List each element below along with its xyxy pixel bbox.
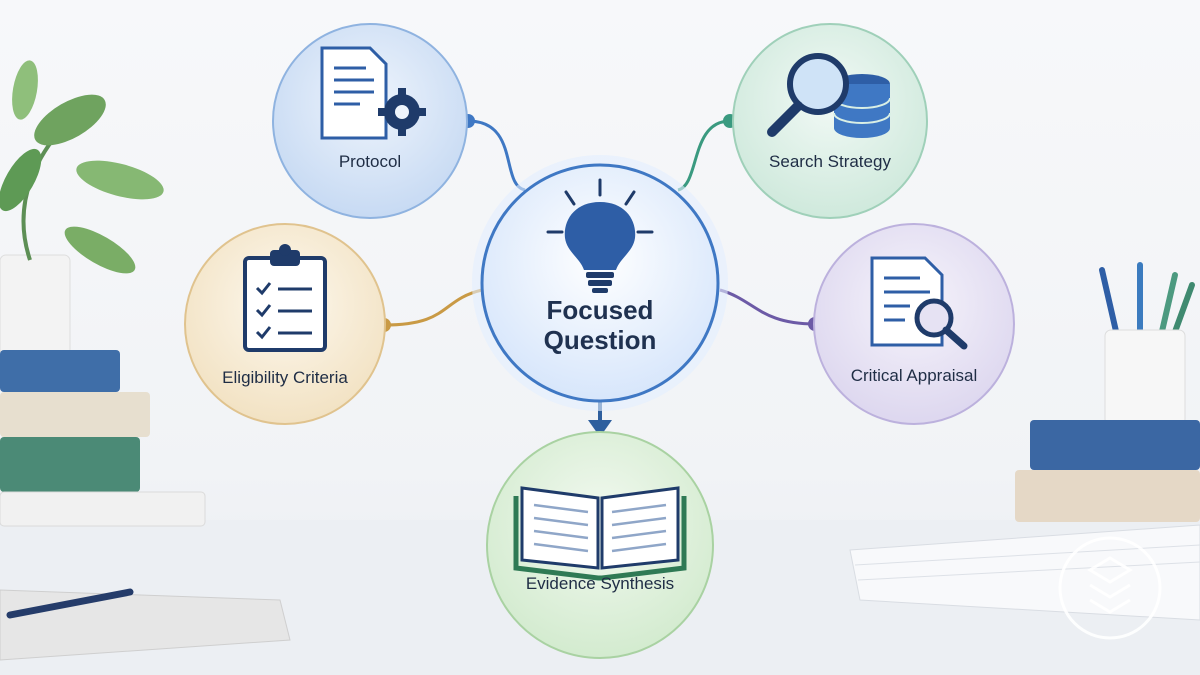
connector-arrowhead — [588, 420, 612, 437]
node-eligibility-criteria: Eligibility Criteria — [185, 224, 385, 424]
node-search-strategy-circle — [732, 23, 928, 219]
clipboard-checklist-icon — [243, 244, 327, 352]
node-protocol-label: Protocol — [338, 152, 402, 171]
connector-search-strategy — [677, 119, 731, 192]
book-stack-left — [0, 350, 206, 527]
pen-holder — [1099, 262, 1195, 426]
node-search-strategy-label: Search Strategy — [769, 152, 891, 171]
plant-decoration — [0, 60, 164, 356]
connector-protocol — [467, 119, 526, 192]
node-evidence-synthesis-circle — [486, 431, 714, 659]
node-search-strategy: Search Strategy — [733, 24, 927, 218]
lightbulb-icon — [546, 178, 654, 293]
connector-eligibility-criteria — [383, 288, 483, 327]
node-evidence-synthesis-label: Evidence Synthesis — [525, 574, 675, 593]
document-gear-icon — [320, 46, 426, 140]
node-protocol: Protocol — [273, 24, 467, 218]
open-book-icon — [513, 486, 687, 581]
connector-critical-appraisal — [719, 288, 816, 326]
node-center-label-line1: Focused — [546, 295, 654, 325]
book-stack-right — [1015, 420, 1200, 522]
watermark-logo-icon — [1058, 536, 1162, 640]
notebook-pen — [0, 588, 291, 661]
document-magnifier-icon — [870, 256, 968, 350]
magnifier-database-icon — [767, 53, 891, 138]
node-critical-appraisal: Critical Appraisal — [814, 224, 1014, 424]
node-eligibility-criteria-label: Eligibility Criteria — [222, 368, 348, 387]
node-center-label-line2: Question — [543, 325, 657, 355]
node-critical-appraisal-label: Critical Appraisal — [850, 366, 978, 385]
node-evidence-synthesis: Evidence Synthesis — [487, 432, 713, 658]
node-center: Focused Question — [482, 165, 718, 401]
